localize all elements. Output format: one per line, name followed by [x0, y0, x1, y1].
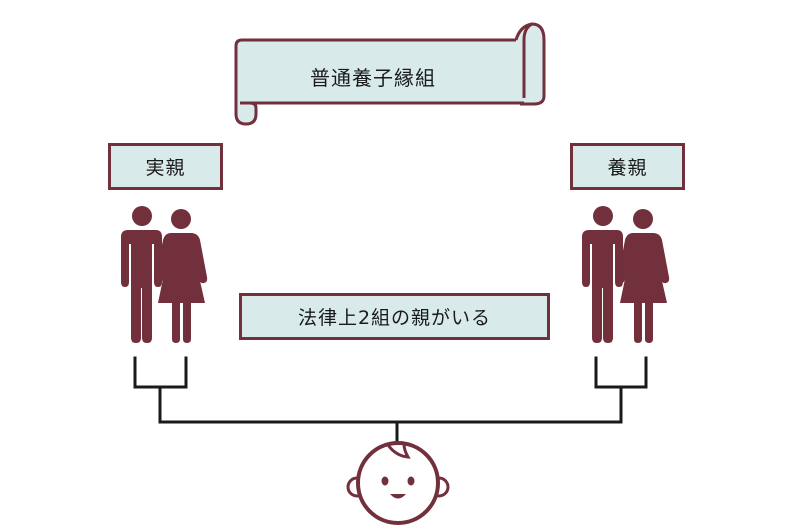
man-icon — [582, 206, 623, 343]
scroll-banner-icon — [234, 22, 546, 126]
baby-face-icon — [346, 441, 450, 525]
adoptive-parents-label: 養親 — [570, 143, 685, 190]
woman-icon — [155, 209, 208, 343]
diagram-title: 普通養子縁組 — [310, 65, 436, 90]
two-sets-of-parents-note: 法律上2組の親がいる — [239, 293, 550, 340]
birth-parents-label: 実親 — [108, 143, 223, 190]
woman-icon — [617, 209, 670, 343]
family-connector-lines — [133, 356, 648, 448]
man-icon — [121, 206, 162, 343]
